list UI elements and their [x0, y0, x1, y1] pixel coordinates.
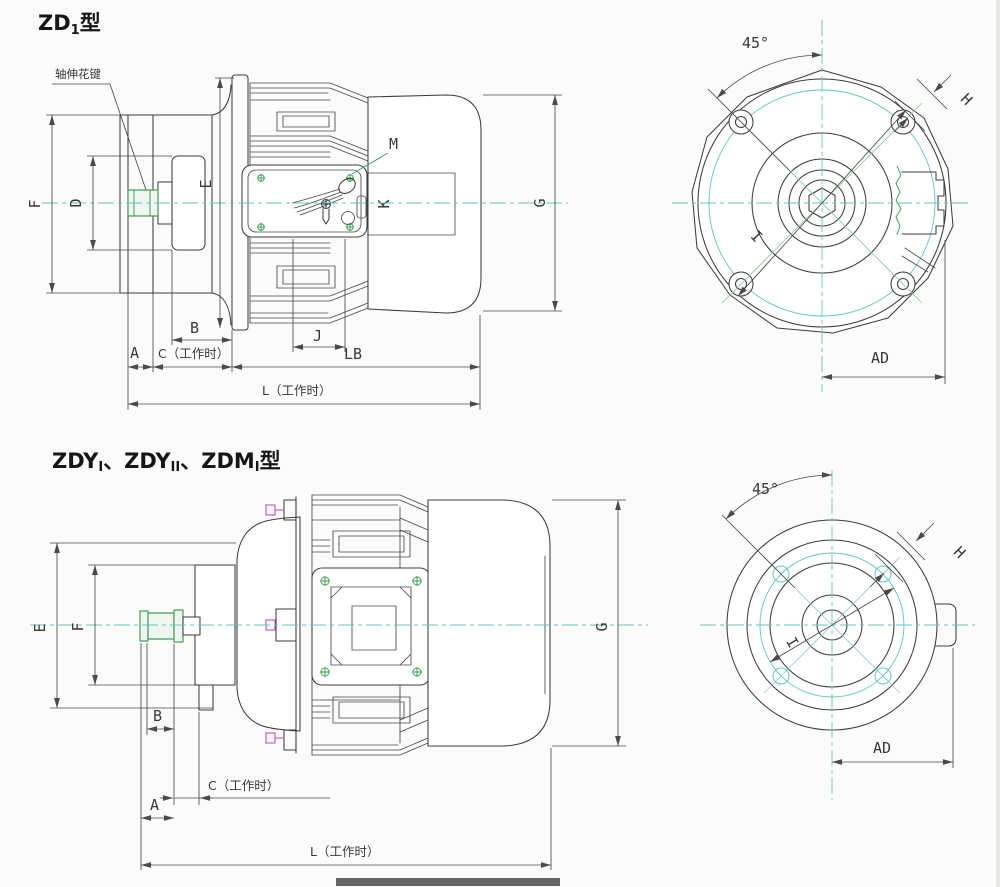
dim-label-45deg: 45°	[742, 34, 769, 52]
dim-label-A: A	[130, 344, 139, 362]
dim-label-K: K	[375, 199, 393, 208]
dim-AD: AD	[821, 240, 946, 384]
dim-label-AD: AD	[871, 349, 889, 367]
dim-label-A2: A	[150, 796, 159, 814]
dim-B: B	[172, 319, 232, 343]
terminal-box-screws	[257, 174, 354, 231]
scan-artifact	[336, 878, 560, 886]
drawing-title-zdy: ZDYI、ZDYII、ZDMI型	[52, 449, 281, 475]
rear-housing-2	[427, 499, 551, 747]
spline-note: 轴伸花键	[52, 67, 147, 191]
zdy-side-view: E F G B	[30, 494, 648, 870]
dim-L2: L（工作时）	[141, 844, 552, 868]
dim-F2: F	[69, 564, 195, 686]
dim-label-F: F	[26, 199, 44, 208]
terminal-box-2	[311, 567, 431, 686]
dim-label-G2: G	[593, 622, 611, 631]
dim-J: J	[293, 327, 345, 350]
dim-label-E: E	[197, 179, 215, 188]
terminal-box	[241, 164, 368, 238]
dim-label-45deg-2: 45°	[752, 480, 779, 498]
dim-G: G	[483, 94, 562, 312]
dim-label-E2: E	[31, 623, 49, 632]
dim-label-LB: LB	[344, 345, 362, 363]
dim-D: D	[67, 155, 172, 251]
dim-K: K	[367, 172, 456, 236]
dim-label-L: L（工作时）	[262, 383, 331, 398]
dim-LB: LB	[232, 345, 480, 370]
spline-note-label: 轴伸花键	[55, 67, 101, 81]
extension-lines	[127, 218, 481, 410]
cable-gland	[338, 178, 356, 194]
motor-shaft-2	[139, 609, 201, 643]
dim-label-AD2: AD	[873, 739, 891, 757]
zd1-side-view: M K F D E	[26, 74, 568, 410]
dim-E2: E	[31, 542, 236, 709]
dim-label-M: M	[389, 135, 398, 153]
scan-edge	[996, 0, 1000, 887]
dim-label-B2: B	[153, 707, 162, 725]
drawing-title-zd1: ZD1型	[38, 11, 101, 38]
cable-wires	[291, 188, 344, 216]
dim-A2: A	[141, 796, 174, 821]
terminal-tab	[356, 195, 367, 219]
dim-label-B: B	[190, 319, 199, 337]
dim-label-H2: H	[950, 543, 969, 562]
dim-label-L2: L（工作时）	[310, 844, 379, 859]
dim-label-C: C（工作时）	[158, 346, 229, 361]
dim-C2: C（工作时）	[160, 778, 330, 801]
dim-45deg-2: 45°	[721, 472, 833, 589]
dim-C: C（工作时）	[153, 346, 232, 370]
dim-AD2: AD	[831, 648, 954, 768]
gear-hub	[194, 564, 236, 711]
dim-L: L（工作时）	[128, 383, 480, 407]
dim-label-C2: C（工作时）	[208, 778, 279, 793]
dim-label-D: D	[67, 198, 85, 207]
dim-F: F	[26, 114, 122, 294]
zd1-end-view: 45° H I AD	[672, 20, 976, 392]
dim-label-H: H	[957, 90, 976, 109]
dim-label-J: J	[313, 327, 322, 345]
stator-fins	[249, 82, 369, 324]
extension-lines-2	[140, 643, 552, 870]
earth-screw	[320, 198, 332, 225]
dim-B2: B	[147, 707, 174, 732]
gland-hole	[341, 211, 355, 225]
terminal-box-screws-2	[320, 576, 422, 677]
zdy-end-view: 45° H I AD	[700, 470, 975, 800]
dim-label-F2: F	[69, 622, 87, 631]
dim-G2: G	[552, 499, 626, 747]
rear-housing	[367, 94, 482, 314]
dim-label-G: G	[531, 198, 549, 207]
dim-M: M	[351, 135, 398, 175]
dim-E: E	[197, 77, 234, 328]
dim-A: A	[128, 344, 153, 370]
